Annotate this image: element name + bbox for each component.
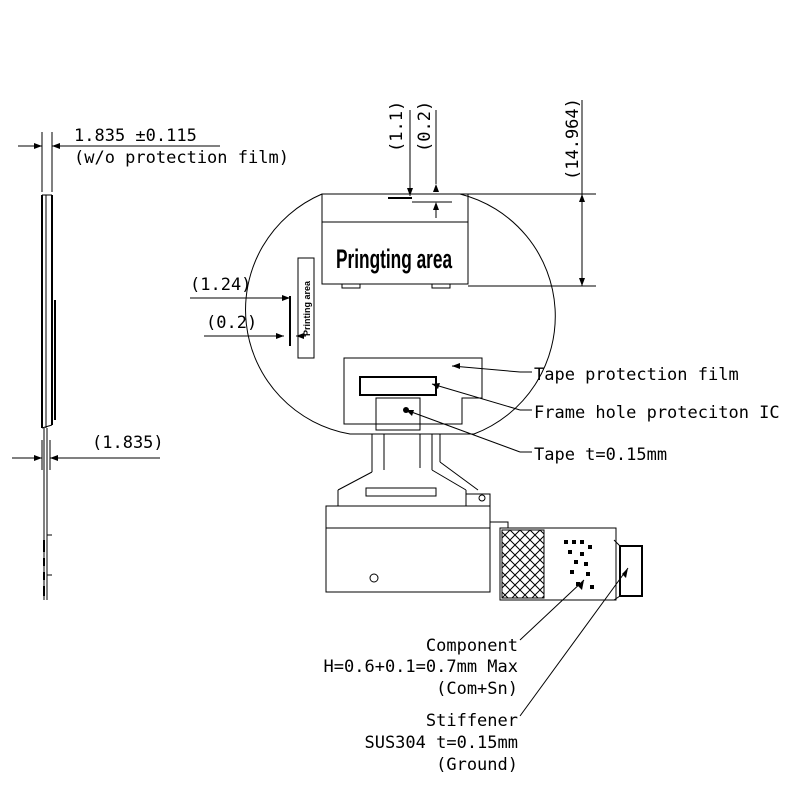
stiffener-ground: (Ground) xyxy=(436,755,518,775)
lower-thickness-dimension: (1.835) xyxy=(92,433,164,453)
component-height: H=0.6+0.1=0.7mm Max xyxy=(324,657,518,677)
stiffener-title: Stiffener xyxy=(426,711,518,731)
dim-14-964: (14.964) xyxy=(563,98,583,180)
display-outline xyxy=(245,193,556,435)
dim-1-24: (1.24) xyxy=(190,275,251,295)
side-view xyxy=(12,132,220,600)
dim-0-2-top: (0.2) xyxy=(415,101,435,152)
tape-thickness-label: Tape t=0.15mm xyxy=(534,445,667,465)
frame-hole-label: Frame hole proteciton IC xyxy=(534,403,780,423)
stiffener-material: SUS304 t=0.15mm xyxy=(364,733,518,753)
thickness-dimension: 1.835 ±0.115 xyxy=(74,126,197,146)
printing-area-vertical-label: Printing area xyxy=(302,280,312,336)
callout-leaders xyxy=(405,363,629,717)
dim-0-2-left: (0.2) xyxy=(206,313,257,333)
left-dimensions xyxy=(190,295,306,339)
dim-1-1: (1.1) xyxy=(387,101,407,152)
tape-protection-film-label: Tape protection film xyxy=(534,365,739,385)
component-material: (Com+Sn) xyxy=(436,679,518,699)
top-dimensions xyxy=(407,100,596,287)
fpc-cable xyxy=(325,434,643,601)
printing-area-label: Pringting area xyxy=(336,244,453,274)
thickness-note: (w/o protection film) xyxy=(74,148,289,168)
component-title: Component xyxy=(426,636,518,656)
